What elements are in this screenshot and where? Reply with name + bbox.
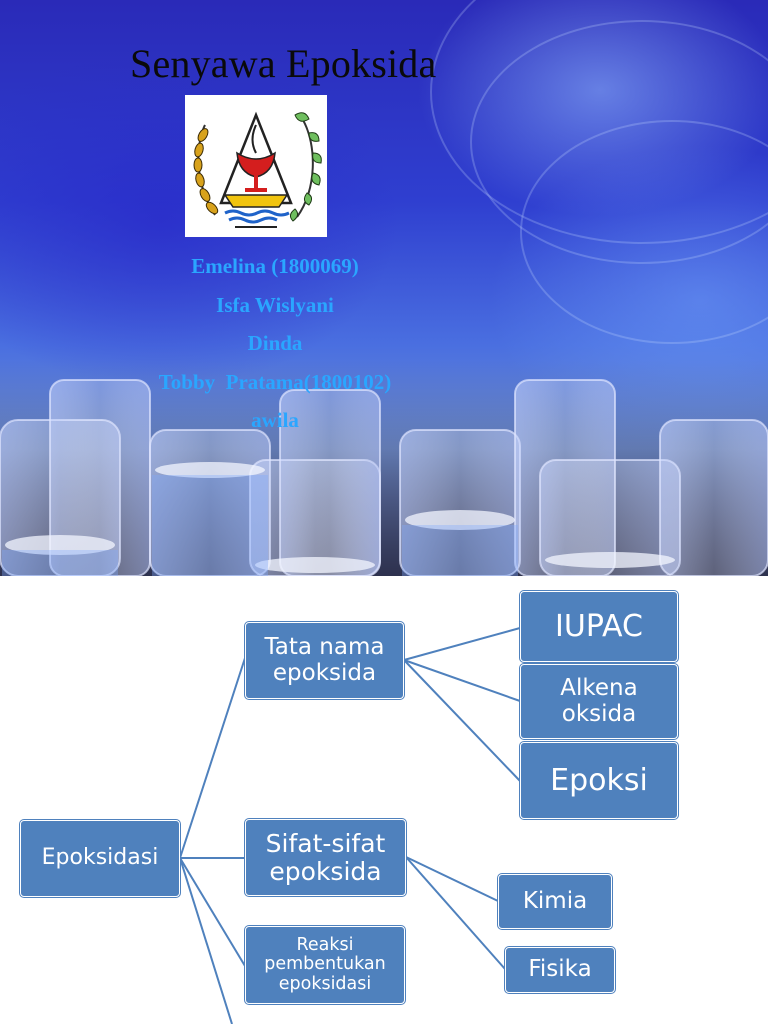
author-list: Emelina (1800069) Isfa Wislyani Dinda To…: [95, 247, 455, 440]
author-name: Tobby Pratama(1800102): [158, 369, 392, 394]
node-sifat-sifat: Sifat-sifat epoksida: [245, 819, 406, 896]
connector-lines: [179, 627, 521, 1024]
node-kimia: Kimia: [498, 874, 612, 929]
node-fisika: Fisika: [505, 947, 615, 993]
author-name: Dinda: [247, 331, 303, 355]
node-epoksi: Epoksi: [520, 742, 678, 819]
emblem-icon: [193, 111, 322, 228]
root-node-epoksidasi: Epoksidasi: [20, 820, 180, 897]
mindmap-slide: Epoksidasi Tata nama epoksida IUPAC Alke…: [0, 576, 768, 1024]
node-iupac: IUPAC: [520, 591, 678, 662]
slide-title: Senyawa Epoksida: [130, 41, 437, 86]
node-tata-nama: Tata nama epoksida: [245, 622, 404, 699]
node-alkena-oksida: Alkena oksida: [520, 664, 678, 739]
author-name: awila: [251, 408, 299, 432]
title-slide: Senyawa Epoksida: [0, 0, 768, 576]
node-reaksi-pembentukan: Reaksi pembentukan epoksidasi: [245, 926, 405, 1004]
author-name: Isfa Wislyani: [216, 292, 334, 317]
author-name: Emelina (1800069): [191, 254, 359, 278]
glassware-image: [0, 360, 768, 576]
university-logo: [185, 95, 327, 237]
